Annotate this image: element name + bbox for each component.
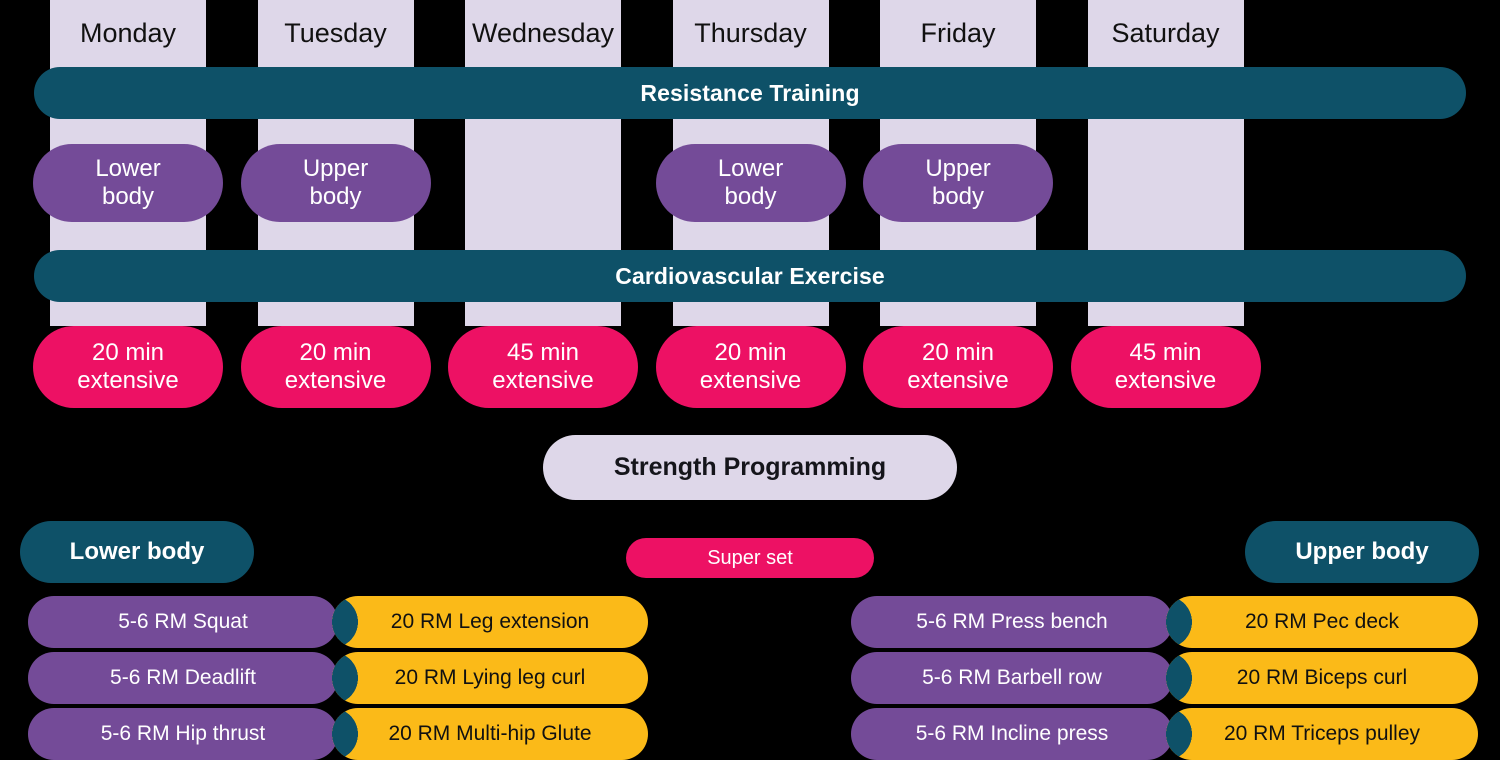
exercise-secondary-upper-body: 20 RM Pec deck (1166, 596, 1478, 648)
group-heading-lower-body-label: Lower body (69, 538, 205, 565)
super-set-label: Super set (707, 546, 793, 569)
exercise-primary-lower-body: 5-6 RM Deadlift (28, 652, 338, 704)
cardio-pill-duration: 20 min (299, 338, 372, 366)
resistance-pill-line2: body (309, 183, 362, 210)
cardio-pill-duration: 20 min (714, 338, 787, 366)
strength-programming-title-label: Strength Programming (613, 453, 887, 481)
resistance-pill-line1: Lower (717, 154, 784, 182)
exercise-primary-upper-body: 5-6 RM Incline press (851, 708, 1173, 760)
resistance-pill-line1: Upper (302, 154, 369, 182)
cardio-pill-intensity: extensive (284, 367, 387, 394)
exercise-primary-lower-body: 5-6 RM Squat (28, 596, 338, 648)
cardio-pill-intensity: extensive (1114, 367, 1217, 394)
group-heading-upper-body-label: Upper body (1295, 538, 1429, 565)
day-header-wednesday: Wednesday (471, 18, 615, 48)
band-cardiovascular-exercise: Cardiovascular Exercise (34, 250, 1466, 302)
day-header-friday: Friday (920, 18, 996, 48)
cardio-pill-duration: 45 min (506, 338, 580, 366)
cardio-pill-intensity: extensive (699, 367, 802, 394)
day-header-tuesday: Tuesday (284, 18, 387, 48)
strength-programming-title: Strength Programming (543, 435, 957, 500)
exercise-secondary-upper-body: 20 RM Triceps pulley (1166, 708, 1478, 760)
resistance-pill-line1: Lower (95, 154, 161, 182)
exercise-primary-upper-body: 5-6 RM Press bench (851, 596, 1173, 648)
superset-connector-icon (332, 596, 358, 648)
group-heading-lower-body: Lower body (20, 521, 254, 583)
day-header-monday: Monday (79, 18, 177, 48)
exercise-secondary-lower-body: 20 RM Lying leg curl (332, 652, 648, 704)
exercise-primary-lower-body: 5-6 RM Hip thrust (28, 708, 338, 760)
superset-connector-icon (1166, 708, 1192, 760)
cardio-pill-intensity: extensive (77, 367, 179, 394)
cardio-pill-duration: 20 min (921, 338, 995, 366)
exercise-secondary-lower-body: 20 RM Multi-hip Glute (332, 708, 648, 760)
resistance-pill-line2: body (724, 183, 777, 210)
super-set-badge: Super set (626, 538, 874, 578)
exercise-secondary-upper-body: 20 RM Biceps curl (1166, 652, 1478, 704)
exercise-primary-upper-body: 5-6 RM Barbell row (851, 652, 1173, 704)
day-header-thursday: Thursday (694, 18, 807, 48)
band-cardiovascular-exercise-label: Cardiovascular Exercise (615, 262, 885, 289)
cardio-pill-duration: 20 min (91, 338, 165, 366)
superset-connector-icon (332, 652, 358, 704)
resistance-pill-line2: body (101, 183, 155, 210)
group-heading-upper-body: Upper body (1245, 521, 1479, 583)
cardio-pill-intensity: extensive (492, 367, 594, 394)
band-resistance-training-label: Resistance Training (640, 79, 860, 106)
superset-connector-icon (332, 708, 358, 760)
exercise-secondary-lower-body: 20 RM Leg extension (332, 596, 648, 648)
band-resistance-training: Resistance Training (34, 67, 1466, 119)
superset-connector-icon (1166, 652, 1192, 704)
day-header-saturday: Saturday (1111, 18, 1220, 48)
cardio-pill-intensity: extensive (907, 367, 1009, 394)
resistance-pill-line1: Upper (925, 154, 991, 182)
resistance-pill-line2: body (931, 183, 985, 210)
cardio-pill-duration: 45 min (1129, 338, 1202, 366)
superset-connector-icon (1166, 596, 1192, 648)
